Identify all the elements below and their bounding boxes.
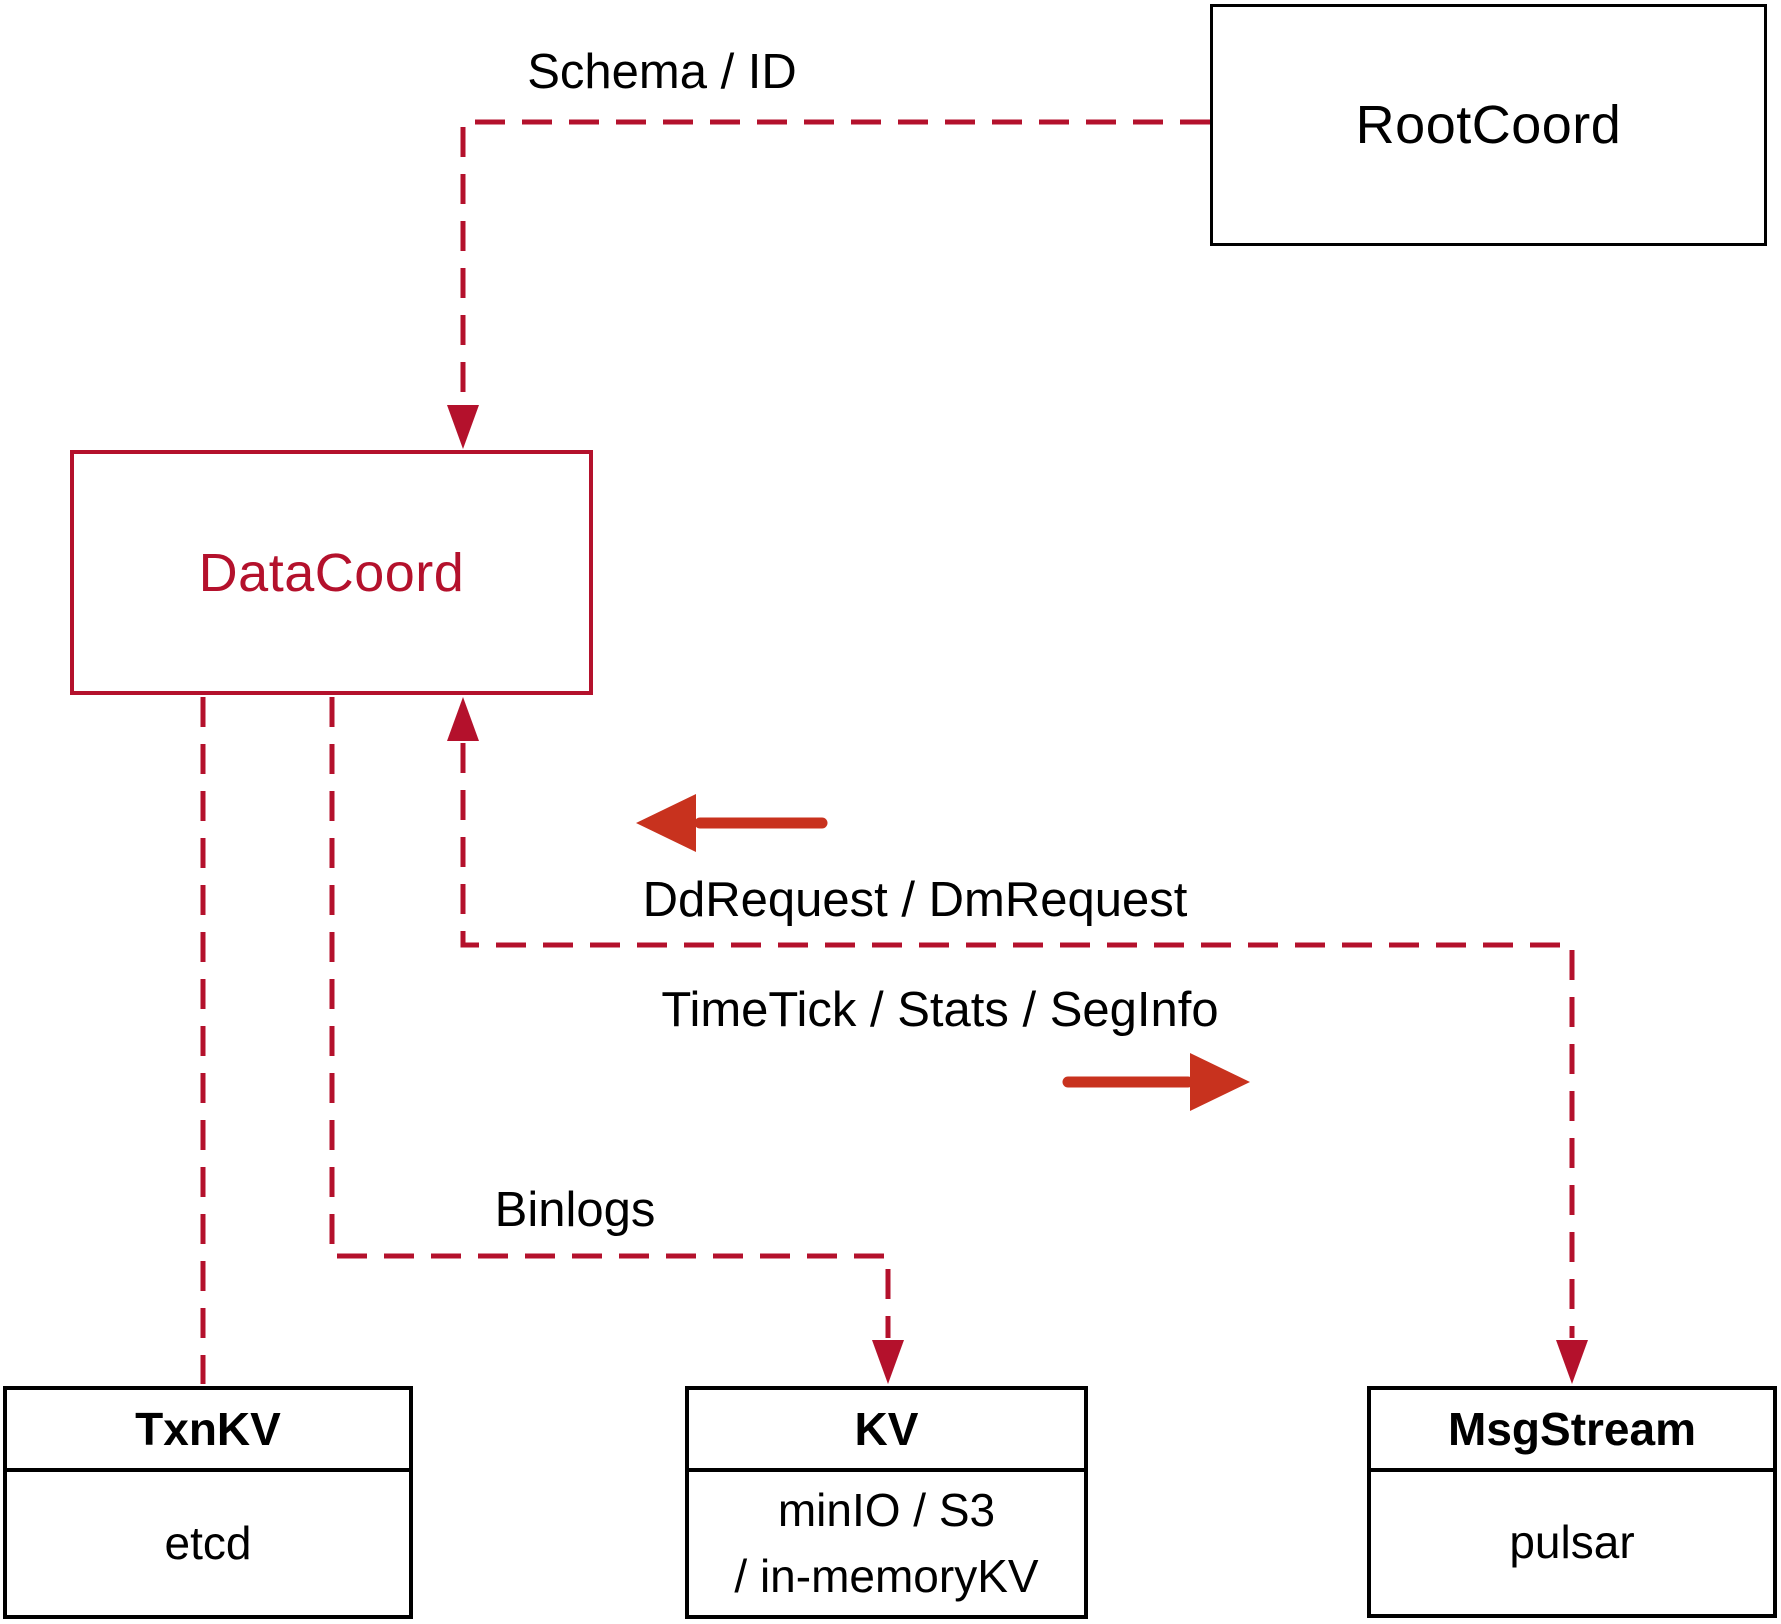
msgstream-body: pulsar — [1509, 1516, 1635, 1569]
txnkv-node: TxnKV etcd — [3, 1386, 413, 1619]
edge-ddrequest-arrowhead — [447, 697, 479, 741]
edge-label-ddrequest: DdRequest / DmRequest — [642, 873, 1188, 927]
edge-msgstream-arrowhead — [1556, 1340, 1588, 1384]
edge-schema-id-line — [460, 119, 1210, 404]
rootcoord-label: RootCoord — [1355, 95, 1622, 155]
kv-body: minIO / S3 / in-memoryKV — [689, 1472, 1084, 1615]
datacoord-node: DataCoord — [70, 450, 593, 695]
edge-label-timetick: TimeTick / Stats / SegInfo — [661, 983, 1219, 1037]
edge-label-binlogs: Binlogs — [494, 1183, 656, 1237]
edge-binlogs-line — [329, 697, 891, 1338]
kv-header: KV — [689, 1390, 1084, 1472]
timetick-direction-arrow-icon — [1062, 1053, 1250, 1111]
datacoord-label: DataCoord — [198, 542, 465, 603]
kv-node: KV minIO / S3 / in-memoryKV — [685, 1386, 1088, 1619]
kv-body-line2: / in-memoryKV — [734, 1549, 1039, 1602]
edge-binlogs-arrowhead — [872, 1340, 904, 1384]
txnkv-header: TxnKV — [7, 1390, 409, 1472]
msgstream-node: MsgStream pulsar — [1367, 1386, 1777, 1618]
kv-body-line1: minIO / S3 — [777, 1484, 996, 1537]
edge-label-schema-id: Schema / ID — [527, 45, 797, 99]
rootcoord-node: RootCoord — [1210, 4, 1767, 246]
edge-schema-id-arrowhead — [447, 405, 479, 449]
msgstream-header: MsgStream — [1371, 1390, 1773, 1472]
edge-msgstream-line — [460, 743, 1575, 1338]
txnkv-body: etcd — [164, 1516, 252, 1569]
ddrequest-direction-arrow-icon — [636, 794, 828, 852]
